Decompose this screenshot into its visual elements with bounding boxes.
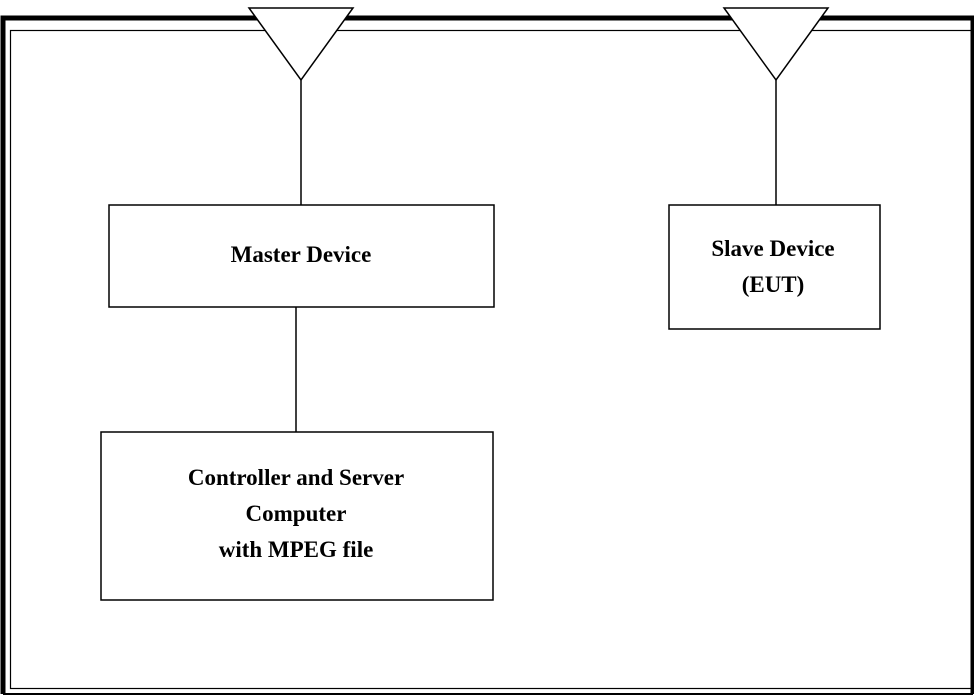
inner-frame (9, 29, 974, 690)
controller-label-line2: Computer (246, 501, 347, 526)
slave-device-node: Slave Device (EUT) (668, 204, 881, 330)
master-antenna-icon (247, 7, 355, 82)
slave-device-box (668, 204, 881, 330)
slave-antenna (722, 7, 830, 205)
controller-label-line3: with MPEG file (219, 537, 374, 562)
master-device-box (108, 204, 495, 308)
master-device-label: Master Device (231, 242, 372, 267)
slave-antenna-icon (722, 7, 830, 82)
outer-frame (0, 15, 974, 695)
controller-node: Controller and Server Computer with MPEG… (100, 431, 494, 601)
slave-device-label-line2: (EUT) (742, 272, 805, 297)
slave-device-label-line1: Slave Device (711, 236, 834, 261)
controller-label-line1: Controller and Server (188, 465, 404, 490)
master-device-node: Master Device (108, 204, 495, 308)
master-antenna (247, 7, 355, 205)
controller-box (100, 431, 494, 601)
